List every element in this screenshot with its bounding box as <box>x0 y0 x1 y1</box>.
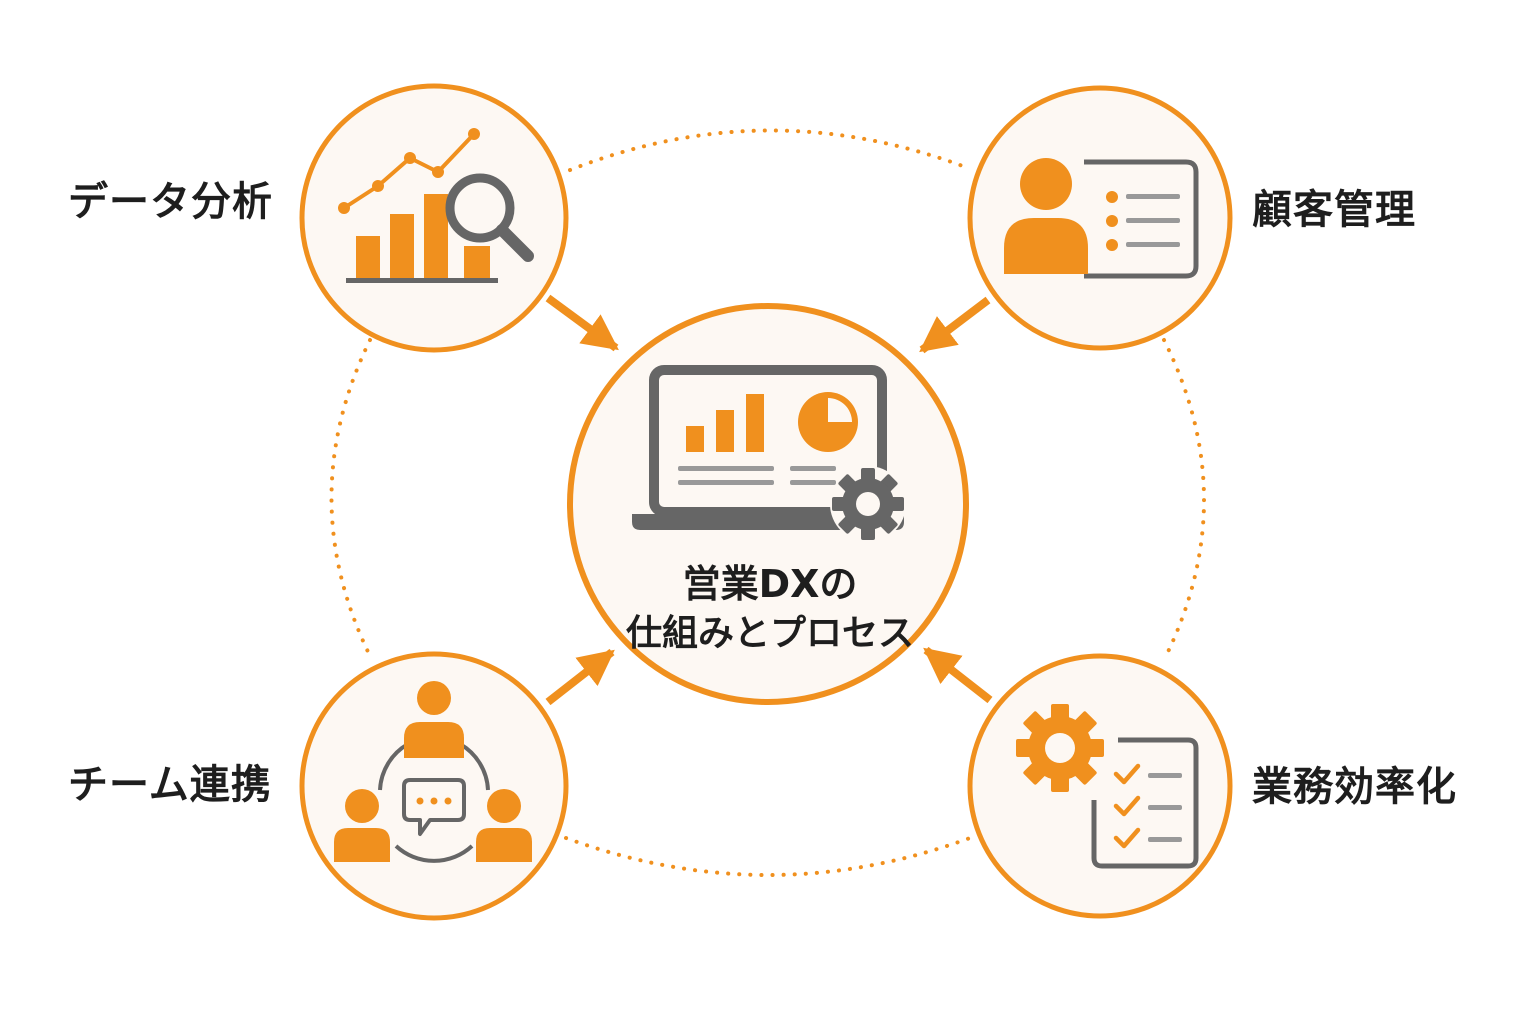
arrow-from-customer-mgmt <box>919 296 991 354</box>
connector-top <box>568 128 970 172</box>
gear-checklist-icon <box>1016 704 1199 869</box>
laptop-dashboard-gear-icon <box>632 365 906 542</box>
team-collab-label: チーム連携 <box>68 762 272 808</box>
efficiency-label: 業務効率化 <box>1252 764 1457 810</box>
center-title-line1: 営業DXの <box>682 562 858 606</box>
bar-chart-magnifier-icon <box>338 128 534 283</box>
connector-bottom <box>564 836 972 877</box>
arrow-from-efficiency <box>923 646 993 704</box>
customer-mgmt-label: 顧客管理 <box>1252 187 1416 233</box>
arrows <box>545 294 993 706</box>
dotted-connectors <box>329 128 1206 877</box>
data-analysis-node <box>299 83 569 353</box>
arrow-from-data-analysis <box>545 294 619 352</box>
customer-mgmt-node <box>967 85 1233 351</box>
center-node <box>567 303 969 705</box>
efficiency-node <box>967 653 1233 919</box>
customer-profile-card-icon <box>1004 158 1199 279</box>
data-analysis-label: データ分析 <box>68 179 273 225</box>
connector-left <box>329 338 374 662</box>
connector-right <box>1162 338 1206 662</box>
team-collab-node <box>299 651 569 921</box>
team-chat-icon <box>334 681 532 863</box>
center-title-line2: 仕組みとプロセス <box>625 612 914 654</box>
center-title: 営業DXの 仕組みとプロセス <box>570 562 970 655</box>
arrow-from-team-collab <box>545 648 615 706</box>
